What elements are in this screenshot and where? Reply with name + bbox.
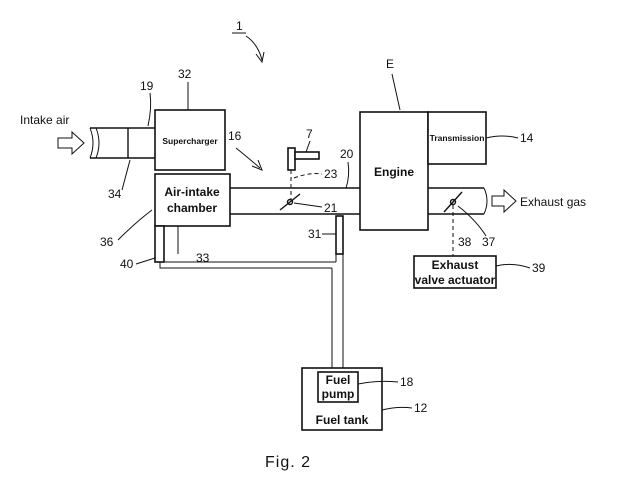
fuel-tank-label: Fuel tank bbox=[316, 413, 369, 427]
throttle-valve-plate bbox=[279, 193, 301, 211]
engine-label: Engine bbox=[374, 165, 414, 179]
ref-21: 21 bbox=[324, 201, 338, 215]
ref-34: 34 bbox=[108, 187, 122, 201]
ref-7: 7 bbox=[306, 127, 313, 141]
ref-37: 37 bbox=[482, 235, 496, 249]
ref-40-leader bbox=[135, 257, 156, 265]
exhaust-gas-label: Exhaust gas bbox=[520, 195, 586, 209]
ref-40: 40 bbox=[120, 257, 134, 271]
ref-18-leader bbox=[357, 380, 399, 385]
ref-36: 36 bbox=[100, 235, 114, 249]
ref-16-arrowhead bbox=[251, 159, 263, 171]
exhaust-valve-actuator-label-1: Exhaust bbox=[432, 258, 479, 272]
ref-12-leader bbox=[381, 406, 413, 411]
fuel-pump-box bbox=[317, 371, 359, 403]
ref-19: 19 bbox=[140, 79, 154, 93]
intake-air-arrow bbox=[57, 130, 85, 156]
ref-23-dashed-leader bbox=[293, 173, 323, 179]
figure-number-leader bbox=[245, 35, 263, 61]
ref-34-leader bbox=[121, 159, 131, 191]
ref-e-leader bbox=[391, 73, 401, 111]
ref-19-leader bbox=[147, 92, 152, 127]
ref-14-leader bbox=[485, 135, 519, 139]
exhaust-valve-plate bbox=[443, 191, 463, 213]
sensor-7-arm bbox=[294, 151, 320, 160]
ref-16-leader bbox=[235, 147, 261, 169]
air-intake-chamber-box bbox=[154, 173, 231, 227]
ref-23: 23 bbox=[324, 167, 338, 181]
component-40 bbox=[154, 225, 165, 263]
figure-number-arrowhead bbox=[255, 51, 265, 64]
exhaust-gas-arrow bbox=[491, 188, 517, 214]
ref-31: 31 bbox=[308, 227, 322, 241]
ref-e: E bbox=[386, 57, 394, 71]
intake-duct bbox=[90, 127, 158, 159]
figure-caption: Fig. 2 bbox=[265, 454, 311, 471]
exhaust-valve-actuator-box bbox=[413, 255, 497, 289]
exhaust-valve-pivot bbox=[449, 198, 457, 206]
exhaust-pipe bbox=[428, 187, 484, 215]
ref-16: 16 bbox=[228, 129, 242, 143]
ref-39-leader bbox=[495, 263, 531, 269]
fuel-pump-label-1: Fuel bbox=[326, 373, 351, 387]
ref-36-leader bbox=[117, 209, 153, 241]
ref-14: 14 bbox=[520, 131, 534, 145]
ref-20: 20 bbox=[340, 147, 354, 161]
ref-32: 32 bbox=[178, 67, 192, 81]
ref-12: 12 bbox=[414, 401, 428, 415]
figure-number: 1 bbox=[236, 19, 243, 33]
ref-20-leader bbox=[345, 161, 350, 189]
fuel-pump-label-2: pump bbox=[322, 387, 355, 401]
supercharger-label: Supercharger bbox=[162, 136, 218, 146]
air-intake-chamber-label-2: chamber bbox=[167, 201, 217, 215]
intake-duct-cut-right bbox=[95, 127, 100, 159]
sensor-7-body bbox=[287, 147, 296, 171]
ref-37-leader bbox=[457, 205, 487, 237]
fuel-line-lower bbox=[159, 262, 332, 269]
exhaust-pipe-cut bbox=[483, 187, 488, 215]
supercharger-box bbox=[154, 109, 226, 171]
transmission-box bbox=[427, 111, 487, 165]
ref-7-leader bbox=[305, 140, 311, 153]
fuel-line-upper bbox=[163, 258, 336, 263]
engine-box bbox=[359, 111, 429, 231]
intake-air-label: Intake air bbox=[20, 113, 69, 127]
ref-33: 33 bbox=[196, 251, 210, 265]
exhaust-valve-actuator-label-2: valve actuator bbox=[415, 273, 496, 287]
injector-31 bbox=[335, 215, 344, 255]
intake-duct-cut-left bbox=[89, 127, 94, 159]
air-intake-chamber-label-1: Air-intake bbox=[164, 185, 220, 199]
ref-18: 18 bbox=[400, 375, 414, 389]
throttle-valve-pivot bbox=[286, 198, 294, 206]
transmission-label: Transmission bbox=[430, 133, 485, 143]
ref-21-leader bbox=[293, 202, 323, 208]
ref-39: 39 bbox=[532, 261, 546, 275]
intake-pipe bbox=[230, 187, 360, 215]
ref-38: 38 bbox=[458, 235, 472, 249]
